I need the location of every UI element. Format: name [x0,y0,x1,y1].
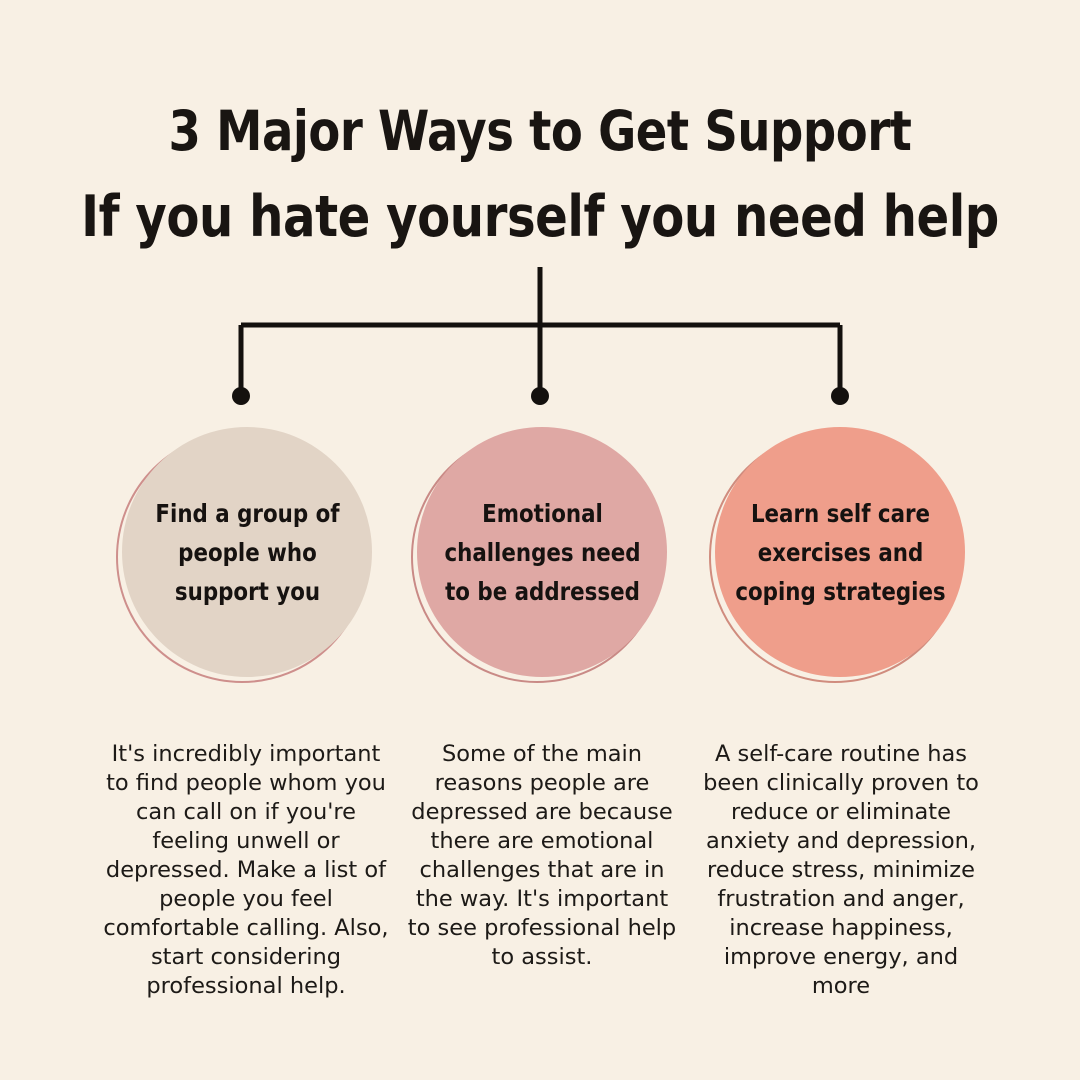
description-text-2: Some of the main reasons people are depr… [407,741,677,970]
circle-item-3[interactable]: Learn self care exercises and coping str… [709,427,967,685]
connector-dot-left [232,387,250,405]
circle-fill-2: Emotional challenges need to be addresse… [417,427,667,677]
page-title: 3 Major Ways to Get Support If you hate … [0,88,1080,260]
circle-label-1: Find a group of people who support you [154,498,340,606]
description-text-1: It's incredibly important to find people… [103,741,389,999]
page-title-line-2: If you hate yourself you need help [81,184,999,250]
connector-dot-right [831,387,849,405]
circle-item-1[interactable]: Find a group of people who support you [116,427,374,685]
circle-group: Find a group of people who support you E… [0,427,1080,689]
circle-fill-3: Learn self care exercises and coping str… [715,427,965,677]
connector-dot-center [531,387,549,405]
circle-fill-1: Find a group of people who support you [122,427,372,677]
circle-label-3: Learn self care exercises and coping str… [734,498,946,606]
circle-label-2: Emotional challenges need to be addresse… [443,498,641,606]
connector-dots [232,387,849,405]
circle-item-2[interactable]: Emotional challenges need to be addresse… [411,427,669,685]
description-group: It's incredibly important to find people… [0,740,1080,1000]
description-text-3: A self-care routine has been clinically … [703,741,979,999]
page-title-line-1: 3 Major Ways to Get Support [168,99,912,163]
connector-lines [238,267,843,396]
